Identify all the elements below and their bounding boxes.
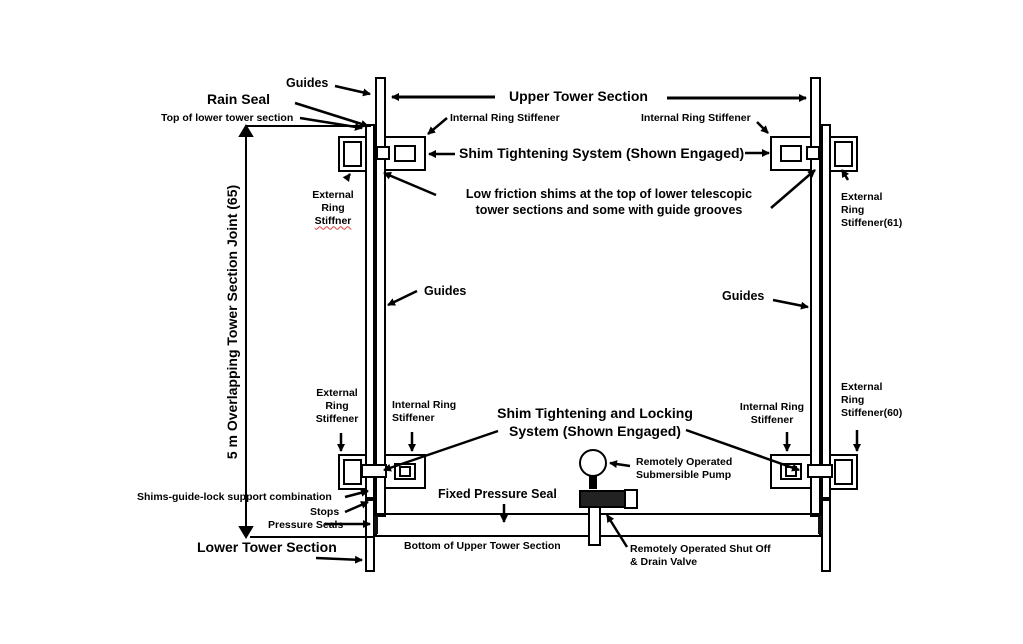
label-line: Ring (841, 394, 865, 407)
external-ring-stiffener-61-label: External Ring Stiffener(61) (841, 191, 902, 230)
stops-label: Stops (310, 506, 340, 518)
label-line: External (312, 189, 354, 201)
low-friction-shims-label: Low friction shims at the top of lower t… (440, 187, 778, 218)
fixed-pressure-seal-label: Fixed Pressure Seal (438, 487, 557, 501)
top-right-stiffeners (770, 136, 858, 172)
upper-tower-section-label: Upper Tower Section (509, 88, 648, 104)
label-line: Ring (841, 204, 865, 217)
upper-section-arrows (391, 93, 807, 102)
label-line: & Drain Valve (630, 556, 698, 569)
guides-top-label: Guides (286, 76, 329, 90)
right-upper-wall (810, 77, 821, 517)
label-line: Internal Ring (739, 401, 805, 413)
right-lower-wall (821, 124, 831, 572)
overlap-joint-label: 5 m Overlapping Tower Section Joint (65) (224, 184, 240, 460)
shim-locking-system-label: Shim Tightening and Locking System (Show… (480, 405, 710, 440)
shut-off-drain-valve (579, 489, 638, 546)
internal-ring-stiffener-lower-right-label: Internal Ring Stiffener (736, 401, 808, 427)
internal-ring-stiffener-lower-left-label: Internal Ring Stiffener (392, 399, 456, 425)
label-line: Submersible Pump (636, 469, 732, 482)
label-line: Stiffener(60) (841, 407, 903, 420)
internal-ring-stiffener-tl-label: Internal Ring Stiffener (450, 112, 560, 124)
label-line: Remotely Operated Shut Off (630, 543, 771, 555)
pressure-seals-label: Pressure Seals (268, 519, 344, 531)
guides-right-label: Guides (722, 289, 765, 303)
label-line: External (841, 191, 883, 203)
shim-tr (806, 146, 820, 160)
label-line: Stiffener(61) (841, 217, 903, 230)
leader-arrows (294, 84, 861, 564)
bottom-of-upper-tower-label: Bottom of Upper Tower Section (404, 540, 561, 552)
label-line: Internal Ring (392, 399, 457, 411)
shim-tightening-system-label: Shim Tightening System (Shown Engaged) (459, 145, 745, 161)
lower-tower-section-label: Lower Tower Section (197, 539, 337, 555)
label-line: System (Shown Engaged) (509, 422, 681, 439)
label-line: Stiffner (314, 215, 352, 228)
submersible-pump (579, 449, 607, 489)
submersible-pump-label: Remotely Operated Submersible Pump (636, 456, 732, 482)
guides-left-label: Guides (424, 284, 467, 298)
label-line: Low friction shims at the top of lower t… (465, 187, 753, 201)
label-line: Stiffener (315, 413, 359, 426)
left-upper-wall (375, 77, 386, 517)
pressure-seal-left (374, 516, 378, 534)
shim-lock-br (807, 464, 833, 478)
external-ring-stiffener-60-label: External Ring Stiffener(60) (841, 381, 902, 420)
right-tower-walls (810, 77, 831, 572)
top-of-lower-label: Top of lower tower section (161, 112, 294, 124)
label-line: Remotely Operated (636, 456, 733, 468)
external-ring-stiffner-left-label: External Ring Stiffner (308, 189, 358, 228)
label-line: Ring (321, 202, 345, 215)
label-line: Shim Tightening and Locking (497, 405, 693, 421)
label-line: External (841, 381, 883, 393)
label-line: Ring (325, 400, 349, 413)
external-ring-stiffener-lower-left-label: External Ring Stiffener (312, 387, 362, 426)
shut-off-drain-valve-label: Remotely Operated Shut Off & Drain Valve (630, 543, 771, 569)
top-left-stiffeners (338, 136, 426, 172)
shims-guide-lock-label: Shims-guide-lock support combination (137, 491, 332, 503)
label-line: tower sections and some with guide groov… (475, 202, 743, 217)
internal-ring-stiffener-tr-label: Internal Ring Stiffener (641, 112, 751, 124)
label-line: Stiffener (392, 412, 435, 425)
rain-seal-label: Rain Seal (207, 91, 271, 107)
label-line: Stiffener (750, 414, 794, 427)
shim-tl (376, 146, 390, 160)
pressure-seal-right (818, 516, 822, 534)
label-line: External (316, 387, 358, 399)
stops (366, 497, 830, 501)
